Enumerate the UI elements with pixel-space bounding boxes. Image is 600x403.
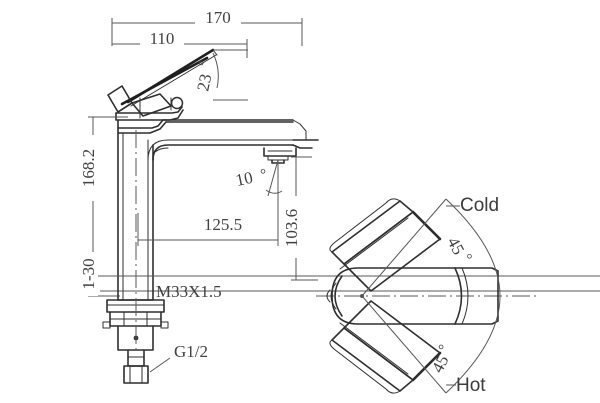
annotation-m33x1-5: M33X1.5 [156,282,222,301]
dim-45-hot-label: 45 [428,352,453,376]
dim-125-5-label: 125.5 [204,215,242,234]
annotation-g1-2: G1/2 [149,342,208,373]
hot-label-text: Hot [456,375,486,396]
mounting-deck-lines [100,275,600,292]
angle-10-degrees: 10 ° [234,159,283,197]
dim-10-label: 10 [234,168,255,190]
handle-cold-position [329,198,442,292]
plan-spout-outline [331,267,499,325]
faucet-spout [162,119,319,164]
dimension-overall-width: 170 [111,8,303,46]
dim-1-30-label: 1-30 [79,258,98,289]
faucet-lever-handle [107,48,218,121]
degree-sign-45-cold: ° [458,252,475,265]
dimension-deck-thickness: 1-30 [78,252,120,297]
dim-23-label: 23 [193,72,215,93]
cold-label-text: Cold [460,195,499,216]
angle-45-hot: 45 ° [428,342,453,376]
dimension-spout-reach: 125.5 [137,168,279,246]
angle-23-degrees: 23 ° [193,49,248,101]
dim-103-6-label: 103.6 [282,209,301,247]
dim-170-label: 170 [205,8,231,27]
degree-sign-23: ° [196,59,213,68]
dimension-handle-reach: 110 [112,29,248,58]
thread-supply-label: G1/2 [174,342,208,361]
thread-shank-label: M33X1.5 [156,282,222,301]
top-plan-view: Cold Hot 45 ° 45 ° [316,195,538,396]
dimension-overall-height: 168.2 [78,116,140,277]
handle-hot-position [329,300,442,394]
dim-45-cold-label: 45 [443,234,468,258]
label-hot: Hot [446,375,486,396]
swing-arc [445,198,501,394]
degree-sign-10: ° [260,167,266,183]
dim-110-label: 110 [150,29,175,48]
plan-aerator-arc [454,267,463,325]
faucet-body-column [117,119,294,292]
dimension-spout-height: 103.6 [282,156,318,281]
label-cold: Cold [446,195,499,216]
dim-168-2-label: 168.2 [79,149,98,187]
angle-45-cold: 45 ° [443,234,475,265]
